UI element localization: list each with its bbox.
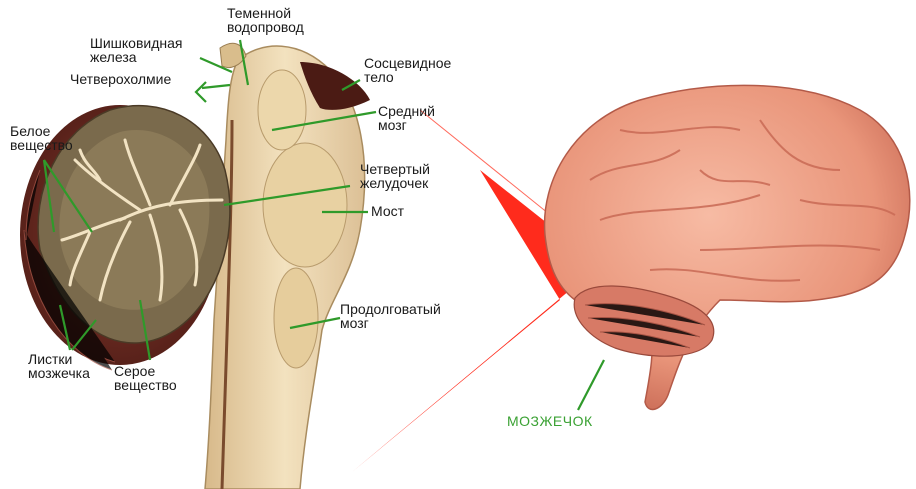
label-fourth-ventricle: Четвертый желудочек: [360, 162, 430, 190]
label-pineal-gland: Шишковидная железа: [90, 36, 182, 64]
label-white-matter: Белое вещество: [10, 124, 73, 152]
brainstem: [205, 43, 370, 489]
label-pons: Мост: [371, 204, 404, 218]
label-cerebellar-folia: Листки мозжечка: [28, 352, 90, 380]
label-medulla: Продолговатый мозг: [340, 302, 441, 330]
label-midbrain: Средний мозг: [378, 104, 435, 132]
label-quadrigemina: Четверохолмие: [70, 72, 171, 86]
label-mammillary-body: Сосцевидное тело: [364, 56, 451, 84]
brain-lateral-view: [545, 85, 910, 409]
label-parietal-aqueduct: Теменной водопровод: [227, 6, 304, 34]
label-cerebellum: МОЗЖЕЧОК: [507, 414, 593, 428]
label-gray-matter: Серое вещество: [114, 364, 177, 392]
